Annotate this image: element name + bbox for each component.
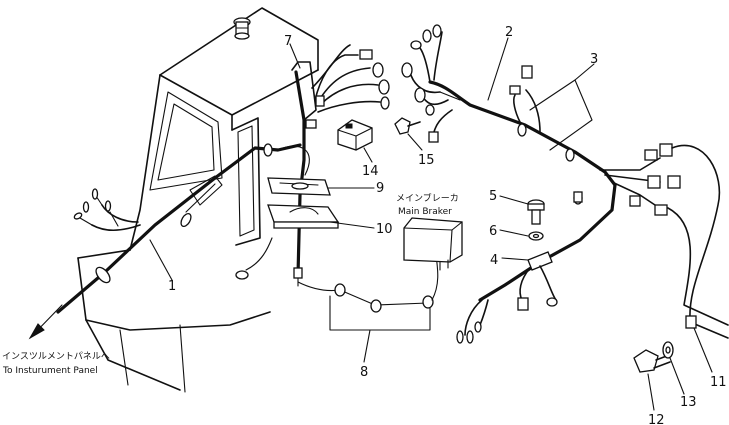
callout-15: 15 <box>418 153 435 168</box>
callout-2: 2 <box>505 25 513 40</box>
callout-6: 6 <box>489 224 497 239</box>
washer-left <box>235 270 249 280</box>
plate-9 <box>267 177 331 196</box>
bracket-3 <box>529 79 593 151</box>
callout-numbers: 1 2 3 4 5 6 7 8 9 10 11 12 13 14 15 <box>168 25 727 425</box>
harness-1 <box>56 143 310 314</box>
callout-5: 5 <box>489 189 497 204</box>
callout-1: 1 <box>168 279 176 294</box>
bolt-15 <box>394 117 421 135</box>
bracket-8 <box>329 295 431 331</box>
harness-11 <box>667 144 729 339</box>
main-breaker-label-jp: メインブレーカ <box>396 192 459 204</box>
roof-knob <box>233 17 251 40</box>
cab-outline <box>77 7 319 393</box>
callout-3: 3 <box>590 52 598 67</box>
callout-7: 7 <box>284 34 292 49</box>
instrument-panel-label-jp: インスツルメントパネルへ <box>2 351 110 362</box>
callout-8: 8 <box>360 365 368 380</box>
leader-lines <box>149 37 713 411</box>
washer-6 <box>528 231 544 241</box>
harness-4 <box>456 183 617 344</box>
main-breaker <box>403 217 463 271</box>
callout-12: 12 <box>648 413 665 425</box>
arrow-to-instrument-panel <box>28 304 63 340</box>
instrument-panel-label-en: To Insturument Panel <box>2 366 98 376</box>
bolt-12 <box>633 349 673 373</box>
main-breaker-label-en: Main Braker <box>398 207 452 217</box>
callout-10: 10 <box>376 222 393 237</box>
callout-14: 14 <box>362 164 379 179</box>
harness-2 <box>401 24 681 216</box>
washer-13 <box>662 341 674 359</box>
bolt-5 <box>527 199 545 225</box>
callout-13: 13 <box>680 395 697 410</box>
callout-4: 4 <box>490 253 498 268</box>
block-14 <box>337 119 373 151</box>
callout-11: 11 <box>710 375 727 390</box>
harness-8 <box>245 237 439 313</box>
plate-10 <box>267 204 340 229</box>
callout-9: 9 <box>376 181 384 196</box>
